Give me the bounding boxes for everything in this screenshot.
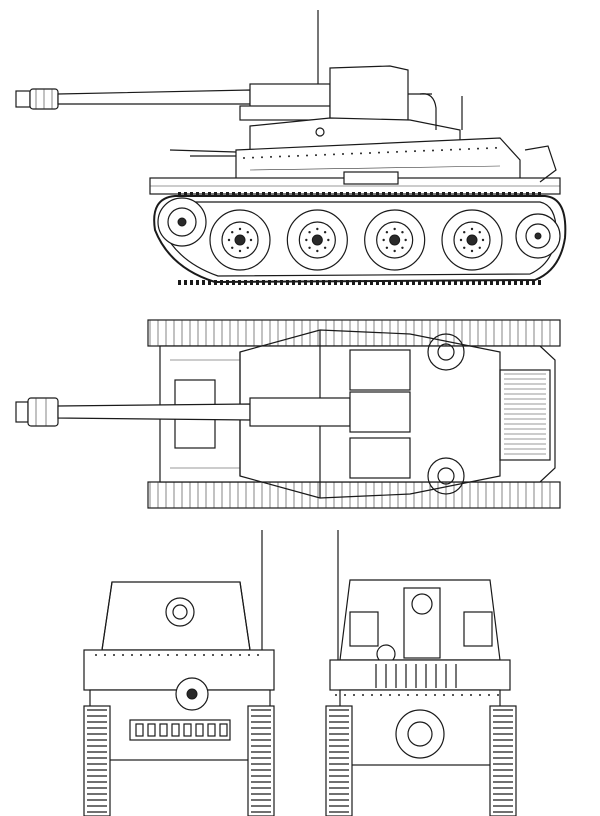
front-gun-muzzle <box>165 597 195 627</box>
top-view <box>15 319 561 509</box>
side-view <box>15 10 567 285</box>
idler-wheel <box>515 213 561 259</box>
drive-sprocket <box>157 197 207 247</box>
rear-left-track <box>325 705 353 816</box>
front-view <box>83 530 275 816</box>
front-left-track <box>83 705 111 816</box>
engine-fan-left <box>427 333 465 371</box>
top-gun-barrel <box>15 391 411 433</box>
track <box>153 192 567 285</box>
road-wheel <box>441 209 503 271</box>
engine-fan-right <box>427 457 465 495</box>
rear-view <box>325 530 517 816</box>
top-right-track <box>147 481 561 509</box>
road-wheel <box>286 209 348 271</box>
front-right-track <box>247 705 275 816</box>
rear-gun-breech <box>403 587 441 659</box>
road-wheel <box>209 209 271 271</box>
rivets <box>95 146 499 696</box>
rear-hatch <box>395 709 445 759</box>
gun-barrel <box>15 83 331 121</box>
rear-right-track <box>489 705 517 816</box>
top-left-track <box>147 319 561 347</box>
hull <box>149 137 561 197</box>
road-wheel <box>364 209 426 271</box>
rear-grille <box>499 369 551 461</box>
road-wheels <box>209 209 503 271</box>
